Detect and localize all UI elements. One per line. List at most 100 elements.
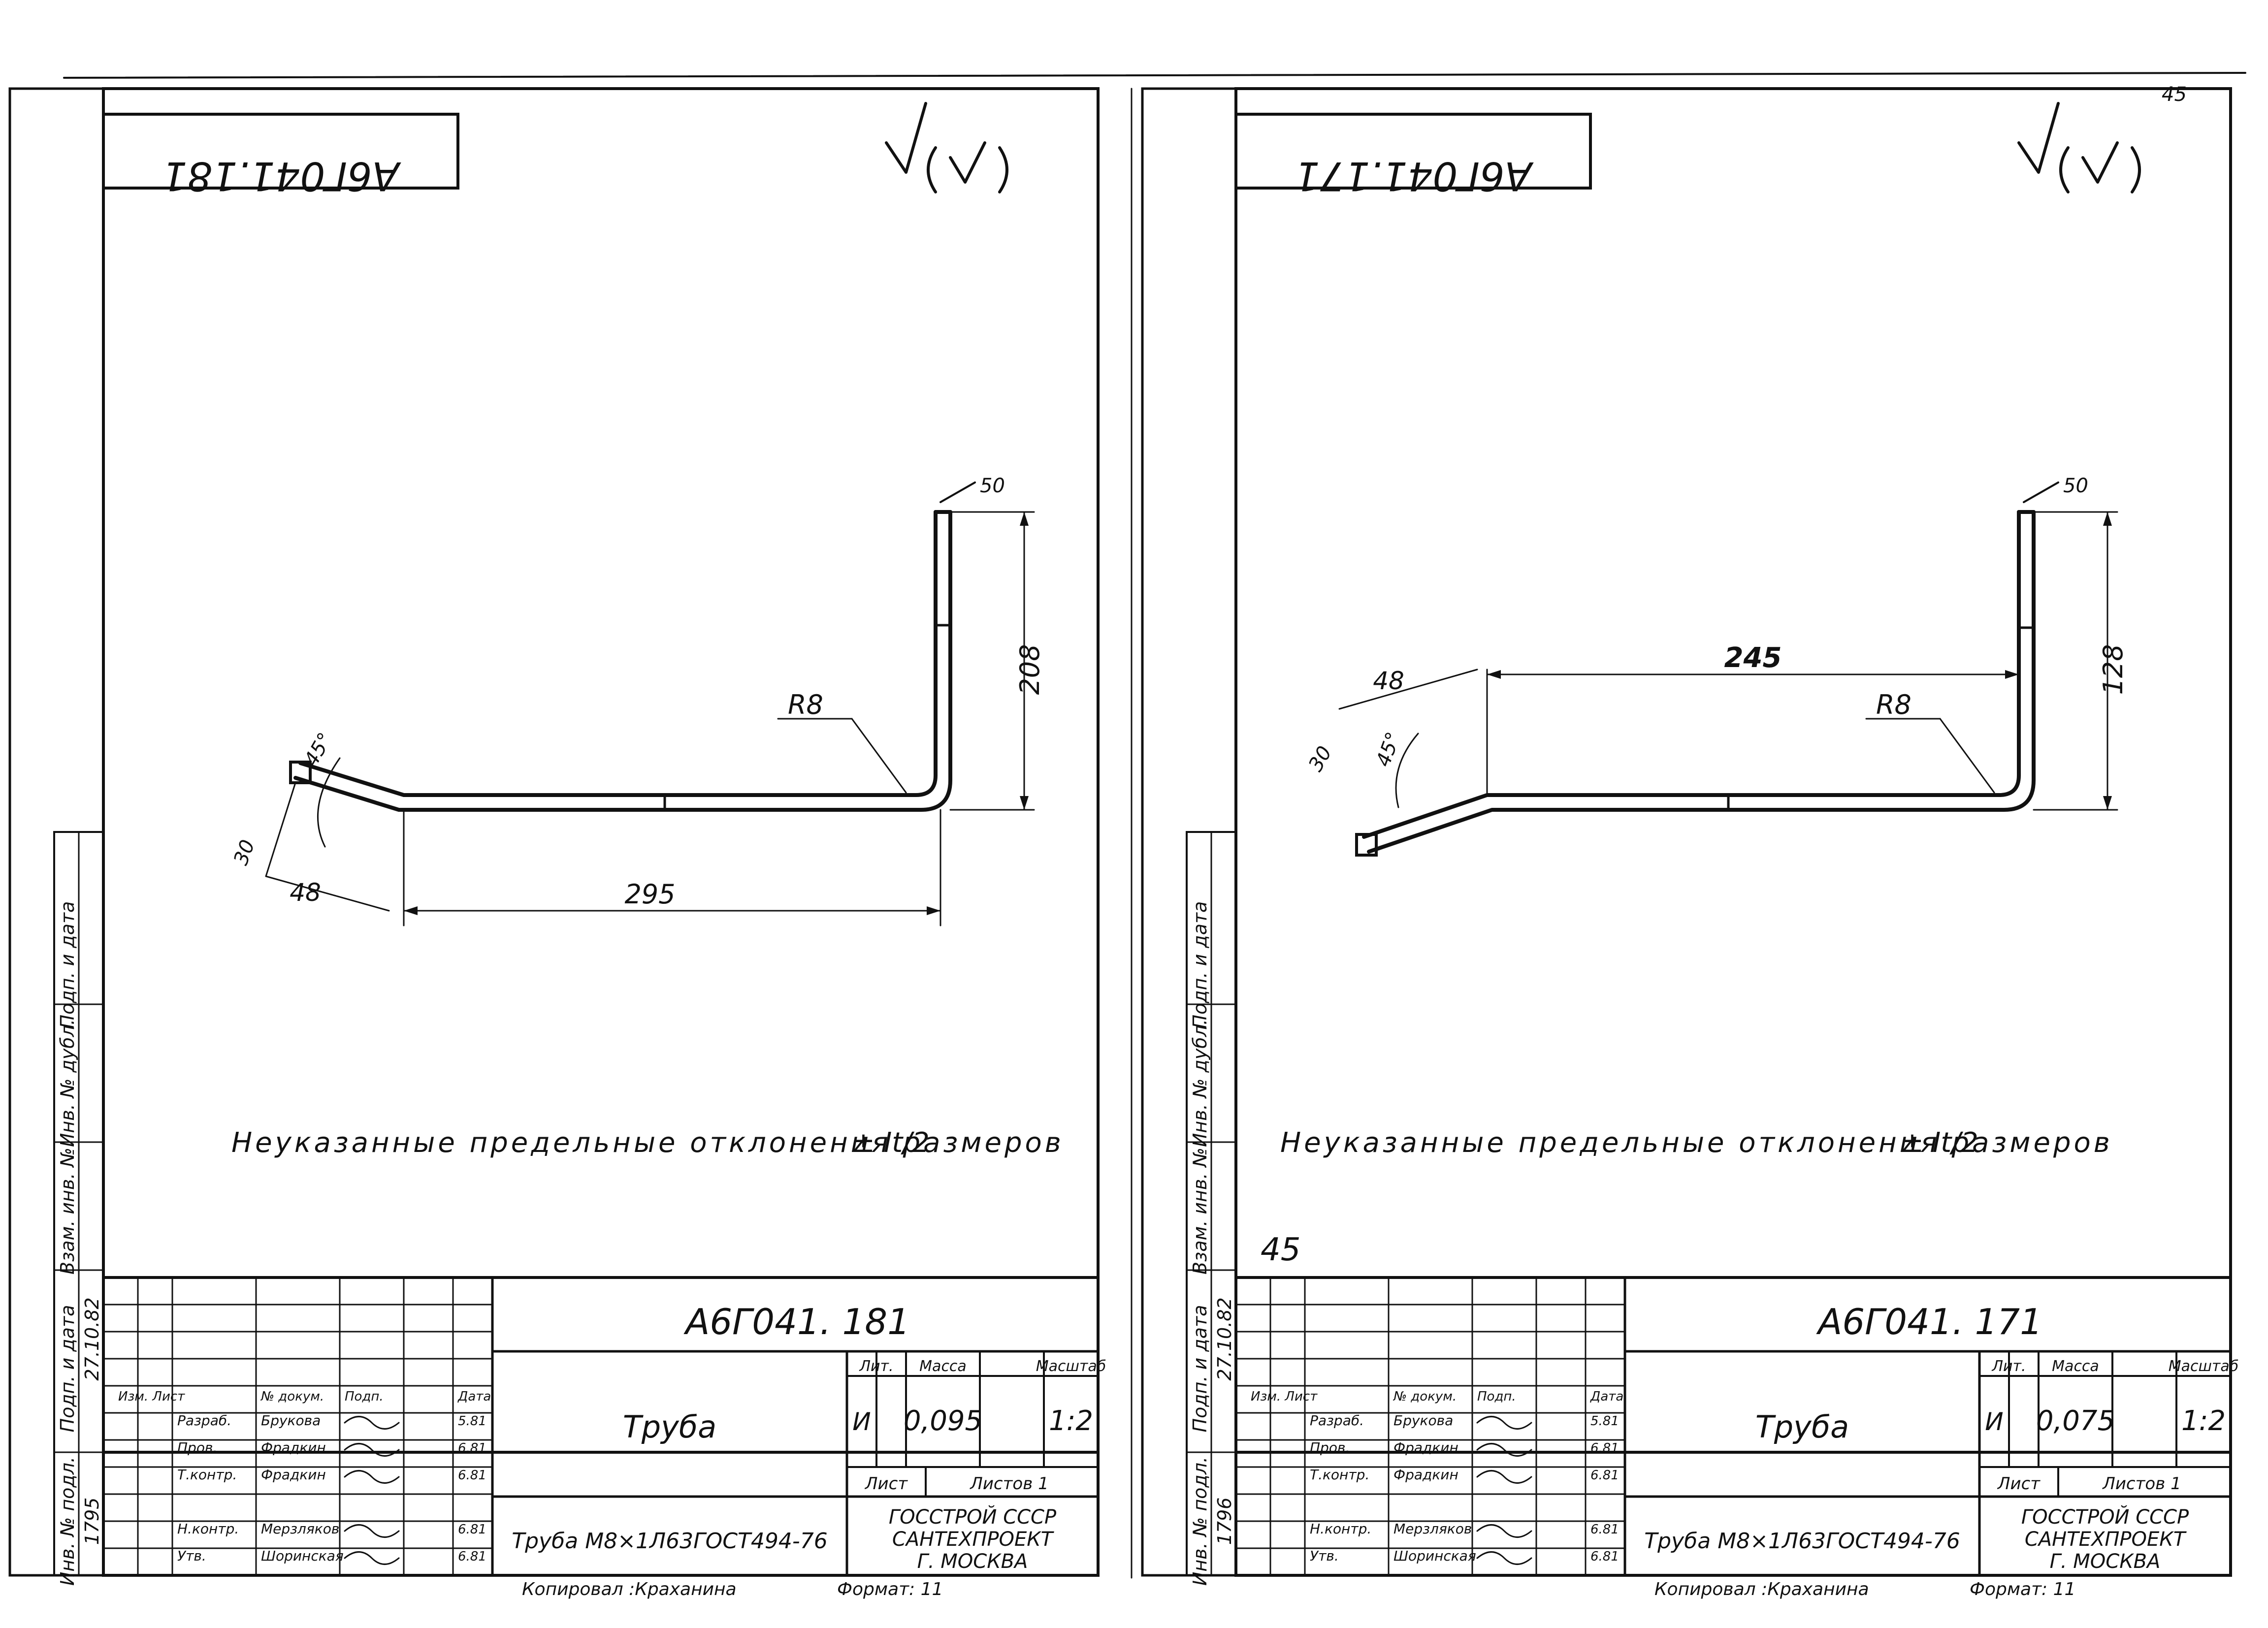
dim-cut-label: 30 [229,837,259,868]
top-stamp-box [102,113,459,190]
dimension-arrow [1020,512,1029,526]
pipe-outline-outer [298,510,938,797]
dimension-arrow [2103,512,2112,526]
org-line-2: САНТЕХПРОЕКТ [2025,1528,2187,1551]
podp-header: Подп. [345,1389,384,1404]
person-date: 6.81 [1590,1468,1619,1483]
person-date: 6.81 [458,1441,486,1456]
person-name: Шоринская [261,1548,344,1564]
signature [1476,1470,1532,1484]
lit-header: Лит. [1991,1358,2026,1375]
signature [1476,1524,1532,1538]
person-name: Шоринская [1393,1548,1476,1564]
podp-header: Подп. [1477,1389,1516,1404]
izm-header: Изм. Лист [118,1389,185,1404]
dim-end-label: 48 [290,878,321,907]
person-name: Мерзляков [261,1521,339,1537]
side-label-sign-date-2: Подп. и дата [1189,1305,1211,1433]
org-line-3: Г. МОСКВА [2050,1550,2161,1573]
person-date: 6.81 [1590,1441,1619,1456]
side-label-dubl: Инв. № дубл. [57,1019,78,1147]
signature [344,1551,400,1565]
person-date: 6.81 [1590,1522,1619,1537]
corner-page-mark: 45 [2162,83,2187,106]
signature [1476,1416,1532,1430]
side-inv: 1796 [1214,1498,1235,1545]
tolerance-note: Неуказанные предельные отклонения размер… [231,1127,1064,1159]
lit-header: Лит. [859,1358,893,1375]
role-razrab: Разраб. [177,1412,231,1429]
izm-header: Изм. Лист [1251,1389,1318,1404]
top-stamp-box [1234,113,1592,190]
side-label-inv-podl: Инв. № подл. [1189,1457,1211,1586]
person-date: 6.81 [458,1468,486,1483]
person-date: 6.81 [458,1522,486,1537]
person-date: 5.81 [458,1414,486,1429]
roughness-bracket-symbol [2059,141,2141,193]
doc-header: № докум. [1393,1389,1457,1404]
sheets-label: Листов 1 [969,1474,1048,1494]
side-date: 27.10.82 [1214,1297,1235,1380]
person-name: Фрадкин [261,1467,326,1483]
person-date: 5.81 [1590,1414,1619,1429]
roughness-bracket-symbol [927,141,1008,193]
footer-copied: Копировал :Краханина [522,1579,737,1599]
document-code: А6Г041. 181 [683,1301,910,1342]
dimension-arrow [927,906,940,915]
mass-value: 0,095 [904,1405,982,1437]
footer-format: Формат: 11 [837,1579,943,1599]
org-line-1: ГОССТРОЙ СССР [889,1505,1057,1529]
dim-cut-label: 30 [1304,742,1336,775]
side-date: 27.10.82 [81,1297,103,1380]
side-label-sign-date-2: Подп. и дата [57,1305,78,1433]
side-label-vzam: Взам. инв. № [1189,1148,1211,1275]
side-label-vzam: Взам. инв. № [57,1148,78,1275]
handwritten-page-number: 45 [1261,1232,1300,1268]
dimension-arrow [2005,670,2019,679]
pipe-end-cap [1355,833,1378,857]
document-code: А6Г041. 171 [1816,1301,2042,1342]
dim-height-label: 208 [1014,644,1045,695]
side-label-dubl: Инв. № дубл. [1189,1019,1211,1147]
org-line-1: ГОССТРОЙ СССР [2021,1505,2189,1529]
roughness-top [940,481,976,503]
footer-format: Формат: 11 [1970,1579,2075,1599]
person-date: 6.81 [1590,1549,1619,1564]
tolerance-value: ± It/2 [852,1127,930,1159]
angle-arc [1395,733,1419,808]
roughness-top-value: 50 [980,475,1005,497]
tolerance-note: Неуказанные предельные отклонения размер… [1280,1127,2113,1159]
signature [344,1416,400,1430]
side-inv: 1795 [81,1498,103,1545]
person-name: Брукова [1393,1412,1453,1429]
radius-leader [1939,718,1995,794]
pipe-outline-inner [1367,510,2036,854]
dim-end-ext [265,782,296,877]
scale-header: Масштаб [2169,1358,2239,1375]
material-spec: Труба М8×1Л63ГОСТ494-76 [1644,1529,1960,1554]
radius-leader [851,718,907,794]
lit-value: И [1985,1407,2003,1436]
drawing-area-frame [102,87,1100,1454]
dim-end-label: 48 [1373,667,1404,695]
dimension-arrow [404,906,418,915]
scale-value: 1:2 [2181,1405,2226,1437]
signature [1476,1443,1532,1457]
angle-arc [317,757,341,848]
radius-label: R8 [788,689,823,720]
person-date: 6.81 [458,1549,486,1564]
org-line-2: САНТЕХПРОЕКТ [892,1528,1055,1551]
person-name: Фрадкин [1393,1467,1458,1483]
scale-value: 1:2 [1049,1405,1093,1437]
dim-height-label: 128 [2098,644,2129,695]
pipe-end-cap [289,761,312,784]
signature [344,1470,400,1484]
dim-length-label: 295 [624,879,675,910]
org-line-3: Г. МОСКВА [917,1550,1028,1573]
part-title: Труба [1755,1409,1849,1445]
drawing-area-frame [1234,87,2232,1454]
date-header: Дата [457,1389,491,1404]
